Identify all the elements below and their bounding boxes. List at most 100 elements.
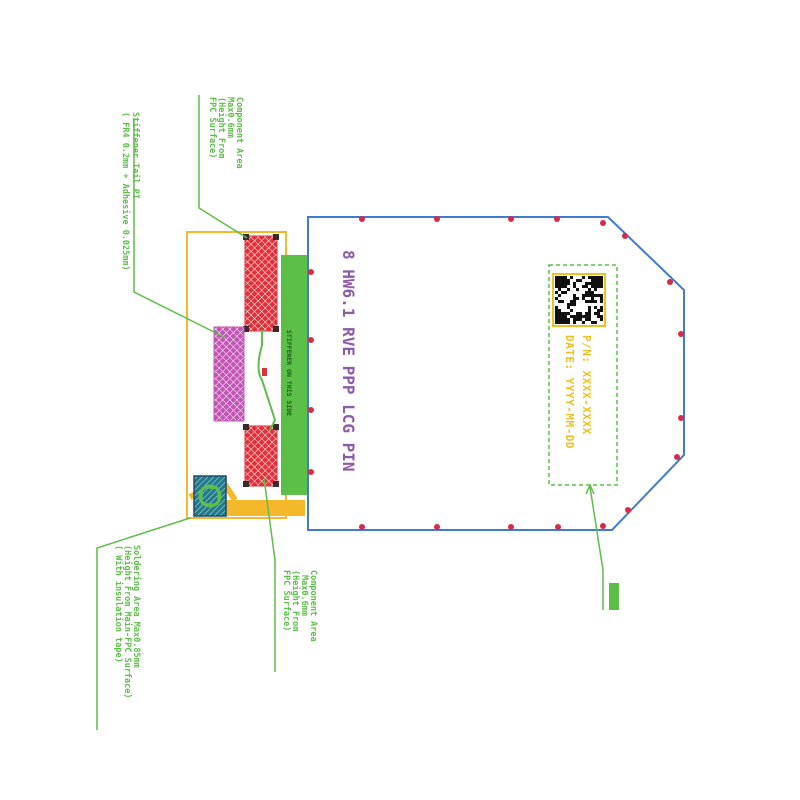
qr-module bbox=[594, 285, 597, 288]
qr-module bbox=[576, 312, 579, 315]
stiffener-band bbox=[281, 255, 308, 495]
qr-module bbox=[573, 318, 576, 321]
qr-module bbox=[576, 297, 579, 300]
qr-module bbox=[558, 285, 561, 288]
mount-hole-icon bbox=[359, 216, 365, 222]
qr-module bbox=[594, 306, 597, 309]
qr-module bbox=[567, 318, 570, 321]
qr-module bbox=[588, 288, 591, 291]
qr-module bbox=[555, 321, 558, 324]
qr-module bbox=[591, 291, 594, 294]
soldering-area bbox=[193, 475, 227, 517]
qr-module bbox=[555, 309, 558, 312]
mount-hole-icon bbox=[308, 407, 314, 413]
qr-module bbox=[591, 300, 594, 303]
mount-hole-icon bbox=[508, 216, 514, 222]
qr-module bbox=[558, 300, 561, 303]
qr-module bbox=[588, 306, 591, 309]
qr-module bbox=[573, 294, 576, 297]
qr-module bbox=[594, 312, 597, 315]
qr-module bbox=[570, 315, 573, 318]
qr-module bbox=[555, 282, 558, 285]
qr-module bbox=[564, 279, 567, 282]
qr-module bbox=[591, 321, 594, 324]
qr-module bbox=[561, 285, 564, 288]
qr-module bbox=[564, 315, 567, 318]
mount-hole-icon bbox=[554, 216, 560, 222]
qr-module bbox=[573, 297, 576, 300]
qr-module bbox=[561, 279, 564, 282]
board-outline bbox=[307, 216, 685, 531]
qr-module bbox=[594, 279, 597, 282]
qr-module bbox=[588, 318, 591, 321]
qr-module bbox=[585, 294, 588, 297]
qr-module bbox=[555, 306, 558, 309]
qr-module bbox=[600, 306, 603, 309]
qr-module bbox=[600, 309, 603, 312]
qr-module bbox=[567, 279, 570, 282]
qr-module bbox=[567, 312, 570, 315]
qr-module bbox=[579, 279, 582, 282]
qr-module bbox=[567, 282, 570, 285]
qr-module bbox=[582, 321, 585, 324]
qr-module bbox=[561, 315, 564, 318]
qr-module bbox=[588, 315, 591, 318]
stiffener-tail-area bbox=[213, 326, 245, 422]
qr-module bbox=[597, 276, 600, 279]
qr-module bbox=[576, 288, 579, 291]
qr-module bbox=[600, 282, 603, 285]
svg-text:(Height From: (Height From bbox=[216, 97, 227, 158]
qr-module bbox=[558, 294, 561, 297]
qr-module bbox=[597, 285, 600, 288]
qr-module bbox=[585, 282, 588, 285]
qr-module bbox=[588, 282, 591, 285]
qr-module bbox=[573, 321, 576, 324]
qr-module bbox=[561, 321, 564, 324]
svg-text:FPC Surface): FPC Surface) bbox=[281, 570, 291, 631]
qr-module bbox=[591, 279, 594, 282]
component-area-top bbox=[243, 234, 279, 332]
qr-module bbox=[585, 312, 588, 315]
qr-module bbox=[597, 315, 600, 318]
flex-trace bbox=[257, 330, 277, 431]
svg-text:Component Area: Component Area bbox=[234, 97, 244, 169]
qr-module bbox=[561, 312, 564, 315]
qr-module bbox=[558, 279, 561, 282]
qr-module bbox=[561, 300, 564, 303]
qr-module bbox=[579, 312, 582, 315]
qr-module bbox=[573, 303, 576, 306]
board-label: 8 HW6.1 RVE PPP LCG PIN bbox=[339, 250, 358, 472]
qr-module bbox=[558, 315, 561, 318]
qr-module bbox=[573, 300, 576, 303]
qr-module bbox=[600, 294, 603, 297]
qr-module bbox=[591, 276, 594, 279]
annotation-component-top: Component Area Max0.6mm (Height From FPC… bbox=[207, 97, 244, 169]
qr-module bbox=[600, 300, 603, 303]
qr-module bbox=[585, 315, 588, 318]
qr-module bbox=[564, 282, 567, 285]
mount-hole-icon bbox=[555, 524, 561, 530]
qr-module bbox=[564, 321, 567, 324]
svg-text:Stiffener Tail PI: Stiffener Tail PI bbox=[130, 112, 141, 199]
qr-module bbox=[555, 285, 558, 288]
qr-module bbox=[597, 312, 600, 315]
mount-hole-icon bbox=[667, 279, 673, 285]
part-number-area bbox=[548, 264, 618, 486]
qr-module bbox=[558, 321, 561, 324]
mount-hole-icon bbox=[600, 523, 606, 529]
qr-module bbox=[561, 282, 564, 285]
qr-module bbox=[588, 309, 591, 312]
part-number-line1: P/N: XXXX-XXXX bbox=[580, 335, 593, 435]
qr-module bbox=[576, 318, 579, 321]
qr-module bbox=[564, 312, 567, 315]
qr-module bbox=[597, 282, 600, 285]
part-number-line2: DATE: YYYY-MM-DD bbox=[563, 335, 576, 449]
mount-hole-icon bbox=[359, 524, 365, 530]
qr-module bbox=[588, 276, 591, 279]
qr-module bbox=[555, 291, 558, 294]
mount-hole-icon bbox=[625, 507, 631, 513]
qr-module bbox=[567, 306, 570, 309]
qr-module bbox=[600, 276, 603, 279]
qr-module bbox=[585, 300, 588, 303]
qr-module bbox=[570, 276, 573, 279]
